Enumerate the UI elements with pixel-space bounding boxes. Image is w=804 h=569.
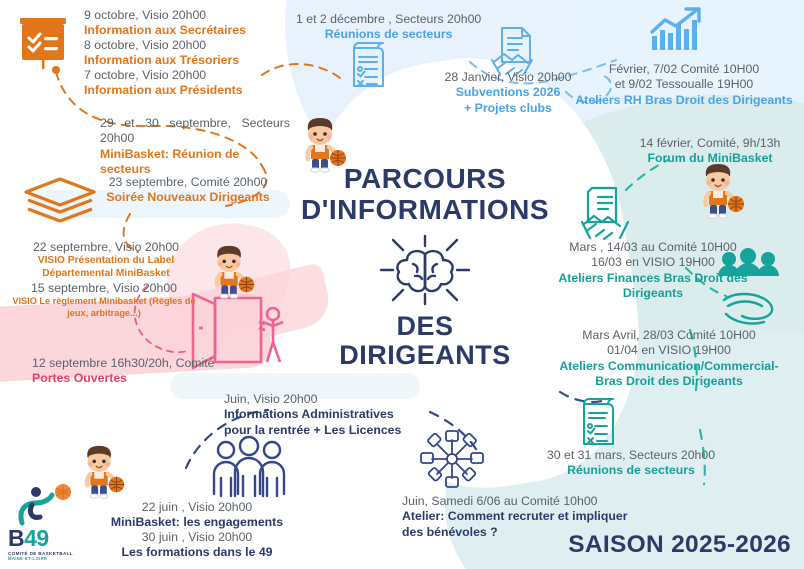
event-ateliers-communication: Mars Avril, 28/03 Comité 10H00 01/04 en …	[540, 328, 798, 390]
event-subventions-2026: 28 Janvier, Visio 20h00 Subventions 2026…	[438, 70, 578, 116]
logo-subtitle-1: COMITÉ DE BASKETBALL	[8, 551, 73, 556]
event-title: Les formations dans le 49	[121, 545, 273, 560]
event-title: MiniBasket: Réunion de secteurs	[100, 146, 240, 177]
event-soiree-nouveaux-dirigeants: 23 septembre, Comité 20h00 Soirée Nouvea…	[98, 175, 278, 206]
event-title-line2: + Projets clubs	[464, 100, 552, 115]
title-line-4: DIRIGEANTS	[339, 340, 511, 371]
event-ateliers-rh: Février, 7/02 Comité 10H00 et 9/02 Tesso…	[566, 62, 802, 108]
event-secretaires: 9 octobre, Visio 20h00 Information aux S…	[84, 8, 246, 39]
event-date-line2: et 9/02 Tessoualle 19H00	[614, 77, 754, 92]
event-title: Réunions de secteurs	[324, 27, 453, 42]
kid-mascot-icon	[202, 240, 260, 302]
event-date: 7 octobre, Visio 20h00	[84, 68, 207, 82]
people-trio-icon	[212, 435, 286, 500]
title-line-2: D'INFORMATIONS	[300, 194, 549, 226]
event-title: Réunions de secteurs	[567, 463, 695, 478]
season-label: SAISON 2025-2026	[568, 531, 791, 558]
logo-wordmark: B49	[8, 525, 49, 551]
event-date-line1: Mars , 14/03 au Comité 10H00	[569, 240, 737, 254]
event-title: MiniBasket: les engagements	[110, 515, 284, 530]
event-title: Information aux Secrétaires	[84, 23, 246, 38]
network-nodes-icon	[420, 428, 484, 490]
title-line-1: PARCOURS	[343, 163, 507, 194]
event-date: Juin, Visio 20h00	[224, 392, 318, 406]
event-title-line1: Subventions 2026	[455, 85, 561, 100]
presentation-board-icon	[16, 14, 70, 72]
event-title-line1: Atelier: Comment recruter et impliquer	[402, 509, 628, 524]
stacked-layers-icon	[22, 176, 98, 228]
logo-subtitle-2: MAINE-ET-LOIRE	[8, 556, 48, 561]
event-title: VISIO Le règlement Minibasket (Règles de…	[12, 296, 196, 319]
event-date-line1: Mars Avril, 28/03 Comité 10H00	[582, 328, 756, 342]
event-title-line1: Ateliers Finances Bras Droit des	[558, 270, 748, 285]
event-reunions-secteurs-decembre: 1 et 2 décembre , Secteurs 20h00 Réunion…	[296, 12, 481, 43]
event-date: 23 septembre, Comité 20h00	[108, 175, 268, 189]
event-label-departemental: 22 septembre, Visio 20h00 VISIO Présenta…	[8, 240, 204, 281]
kid-mascot-icon	[72, 440, 130, 502]
logo-player-icon	[18, 484, 71, 526]
event-title-line2: Bras Droit des Dirigeants	[595, 374, 743, 389]
event-title-line1: Informations Administratives	[224, 407, 394, 422]
event-date: 28 Janvier, Visio 20h00	[444, 70, 572, 84]
event-presidents: 7 octobre, Visio 20h00 Information aux P…	[84, 68, 243, 99]
event-date: 1 et 2 décembre , Secteurs 20h00	[296, 12, 482, 26]
event-minibasket-reunion-secteurs: 29 et 30 septembre, Secteurs 20h00 MiniB…	[100, 116, 290, 178]
event-formations-49: 30 juin , Visio 20h00 Les formations dan…	[104, 530, 290, 561]
event-date: 9 octobre, Visio 20h00	[84, 8, 207, 22]
event-date-line2: 01/04 en VISIO 19H00	[607, 343, 731, 358]
event-title: Information aux Trésoriers	[84, 53, 240, 68]
event-title: Portes Ouvertes	[32, 371, 128, 386]
event-portes-ouvertes: 12 septembre 16h30/20h, Comité Portes Ou…	[32, 356, 215, 387]
event-reglement-minibasket: 15 septembre, Visio 20h00 VISIO Le règle…	[4, 281, 204, 320]
event-reunions-secteurs-mars: 30 et 31 mars, Secteurs 20h00 Réunions d…	[534, 448, 728, 479]
event-tresoriers: 8 octobre, Visio 20h00 Information aux T…	[84, 38, 239, 69]
event-title-line2: Dirigeants	[622, 286, 684, 301]
event-minibasket-engagements: 22 juin , Visio 20h00 MiniBasket: les en…	[104, 500, 290, 531]
event-date: Juin, Samedi 6/06 au Comité 10h00	[402, 494, 598, 508]
event-date: 15 septembre, Visio 20h00	[30, 281, 178, 295]
growth-chart-icon	[648, 6, 710, 54]
event-ateliers-finances: Mars , 14/03 au Comité 10H00 16/03 en VI…	[538, 240, 768, 302]
kid-mascot-icon	[690, 158, 750, 222]
b49-logo: B49 COMITÉ DE BASKETBALL MAINE-ET-LOIRE	[8, 483, 94, 561]
poster-title: PARCOURS D'INFORMATIONS DES DIRIGEANTS	[300, 163, 550, 371]
event-date: 12 septembre 16h30/20h, Comité	[32, 356, 215, 370]
event-date: 8 octobre, Visio 20h00	[84, 38, 207, 52]
event-title-line1: Ateliers Communication/Commercial-	[559, 358, 779, 373]
event-title-line2: pour la rentrée + Les Licences	[224, 422, 402, 437]
title-line-3: DES	[396, 310, 454, 341]
event-date-line1: Février, 7/02 Comité 10H00	[608, 62, 760, 76]
event-title: VISIO Présentation du Label Départementa…	[37, 255, 175, 280]
event-date: 22 septembre, Visio 20h00	[32, 240, 180, 254]
event-date: 29 et 30 septembre, Secteurs 20h00	[100, 116, 290, 146]
clipboard-checklist-icon	[348, 40, 388, 90]
event-title: Ateliers RH Bras Droit des Dirigeants	[575, 92, 793, 107]
event-date: 30 et 31 mars, Secteurs 20h00	[546, 448, 716, 462]
event-date: 30 juin , Visio 20h00	[141, 530, 253, 544]
event-title: Soirée Nouveaux Dirigeants	[106, 190, 270, 205]
brain-idea-icon	[379, 234, 471, 305]
event-date: 14 février, Comité, 9h/13h	[639, 136, 781, 150]
event-title: Information aux Présidents	[84, 83, 243, 98]
document-handshake-icon	[580, 184, 632, 244]
clipboard-tasks-icon	[578, 396, 620, 448]
event-date: 22 juin , Visio 20h00	[141, 500, 253, 514]
event-informations-administratives: Juin, Visio 20h00 Informations Administr…	[224, 392, 401, 438]
event-date-line2: 16/03 en VISIO 19H00	[591, 255, 715, 270]
